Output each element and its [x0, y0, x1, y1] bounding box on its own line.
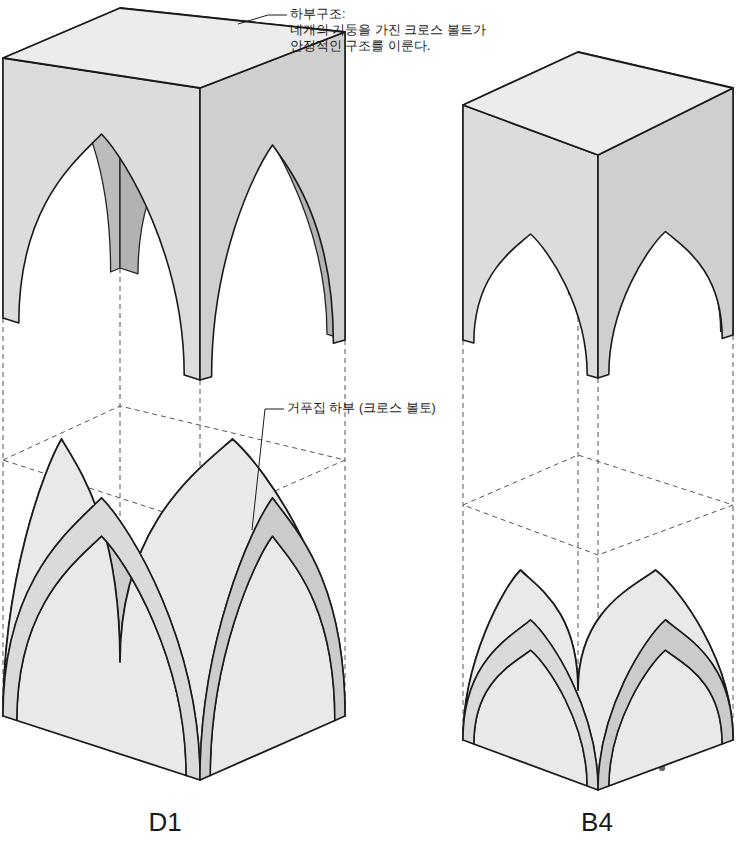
callout-label: 거푸집 하부 (크로스 볼토) [287, 400, 436, 416]
formwork-front-arch [3, 498, 200, 780]
guide-line [733, 335, 734, 740]
guide-line [578, 290, 579, 690]
drawing-group [3, 8, 733, 790]
callout-text: 네개의 기둥을 가진 크로스 볼트가 안정적인 구조를 이룬다. [290, 22, 495, 55]
figure-label: B4 [581, 806, 613, 840]
vault-top-face [463, 52, 733, 155]
guide-line [345, 340, 346, 716]
callout-heading: 하부구조: [290, 6, 345, 22]
formwork-web [463, 570, 733, 790]
leader-line [238, 15, 287, 24]
vault-side-face [3, 58, 200, 380]
formwork-web [3, 439, 345, 780]
guide-line [463, 340, 464, 740]
figure-label: D1 [148, 806, 181, 840]
leader-line [252, 409, 284, 530]
formwork-front-arch [598, 620, 733, 790]
vault-side-face [200, 32, 345, 380]
guide-line [3, 318, 4, 716]
formwork-front-arch [200, 498, 345, 780]
formwork-front-arch [463, 620, 598, 790]
